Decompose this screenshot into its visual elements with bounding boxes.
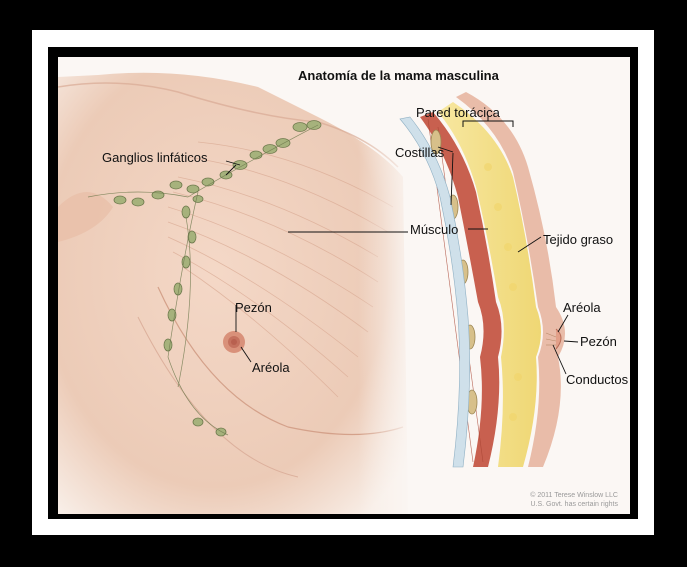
illustration: Anatomía de la mama masculina Ganglios l… <box>58 57 630 514</box>
copyright-line-1: © 2011 Terese Winslow LLC <box>530 492 618 500</box>
label-chest-wall: Pared torácica <box>416 106 500 119</box>
label-muscle: Músculo <box>410 223 458 236</box>
copyright-notice: © 2011 Terese Winslow LLC U.S. Govt. has… <box>530 492 618 509</box>
label-ribs: Costillas <box>395 146 444 159</box>
copyright-line-2: U.S. Govt. has certain rights <box>530 501 618 509</box>
label-nipple: Pezón <box>235 301 272 314</box>
diagram-title: Anatomía de la mama masculina <box>298 69 499 82</box>
label-areola-section: Aréola <box>563 301 601 314</box>
label-areola: Aréola <box>252 361 290 374</box>
label-lymph-nodes: Ganglios linfáticos <box>102 151 208 164</box>
nipple-areola <box>223 331 245 353</box>
anatomy-drawing <box>58 57 630 514</box>
label-fatty-tissue: Tejido graso <box>543 233 613 246</box>
torso <box>58 57 418 514</box>
label-ducts: Conductos <box>566 373 628 386</box>
label-nipple-section: Pezón <box>580 335 617 348</box>
